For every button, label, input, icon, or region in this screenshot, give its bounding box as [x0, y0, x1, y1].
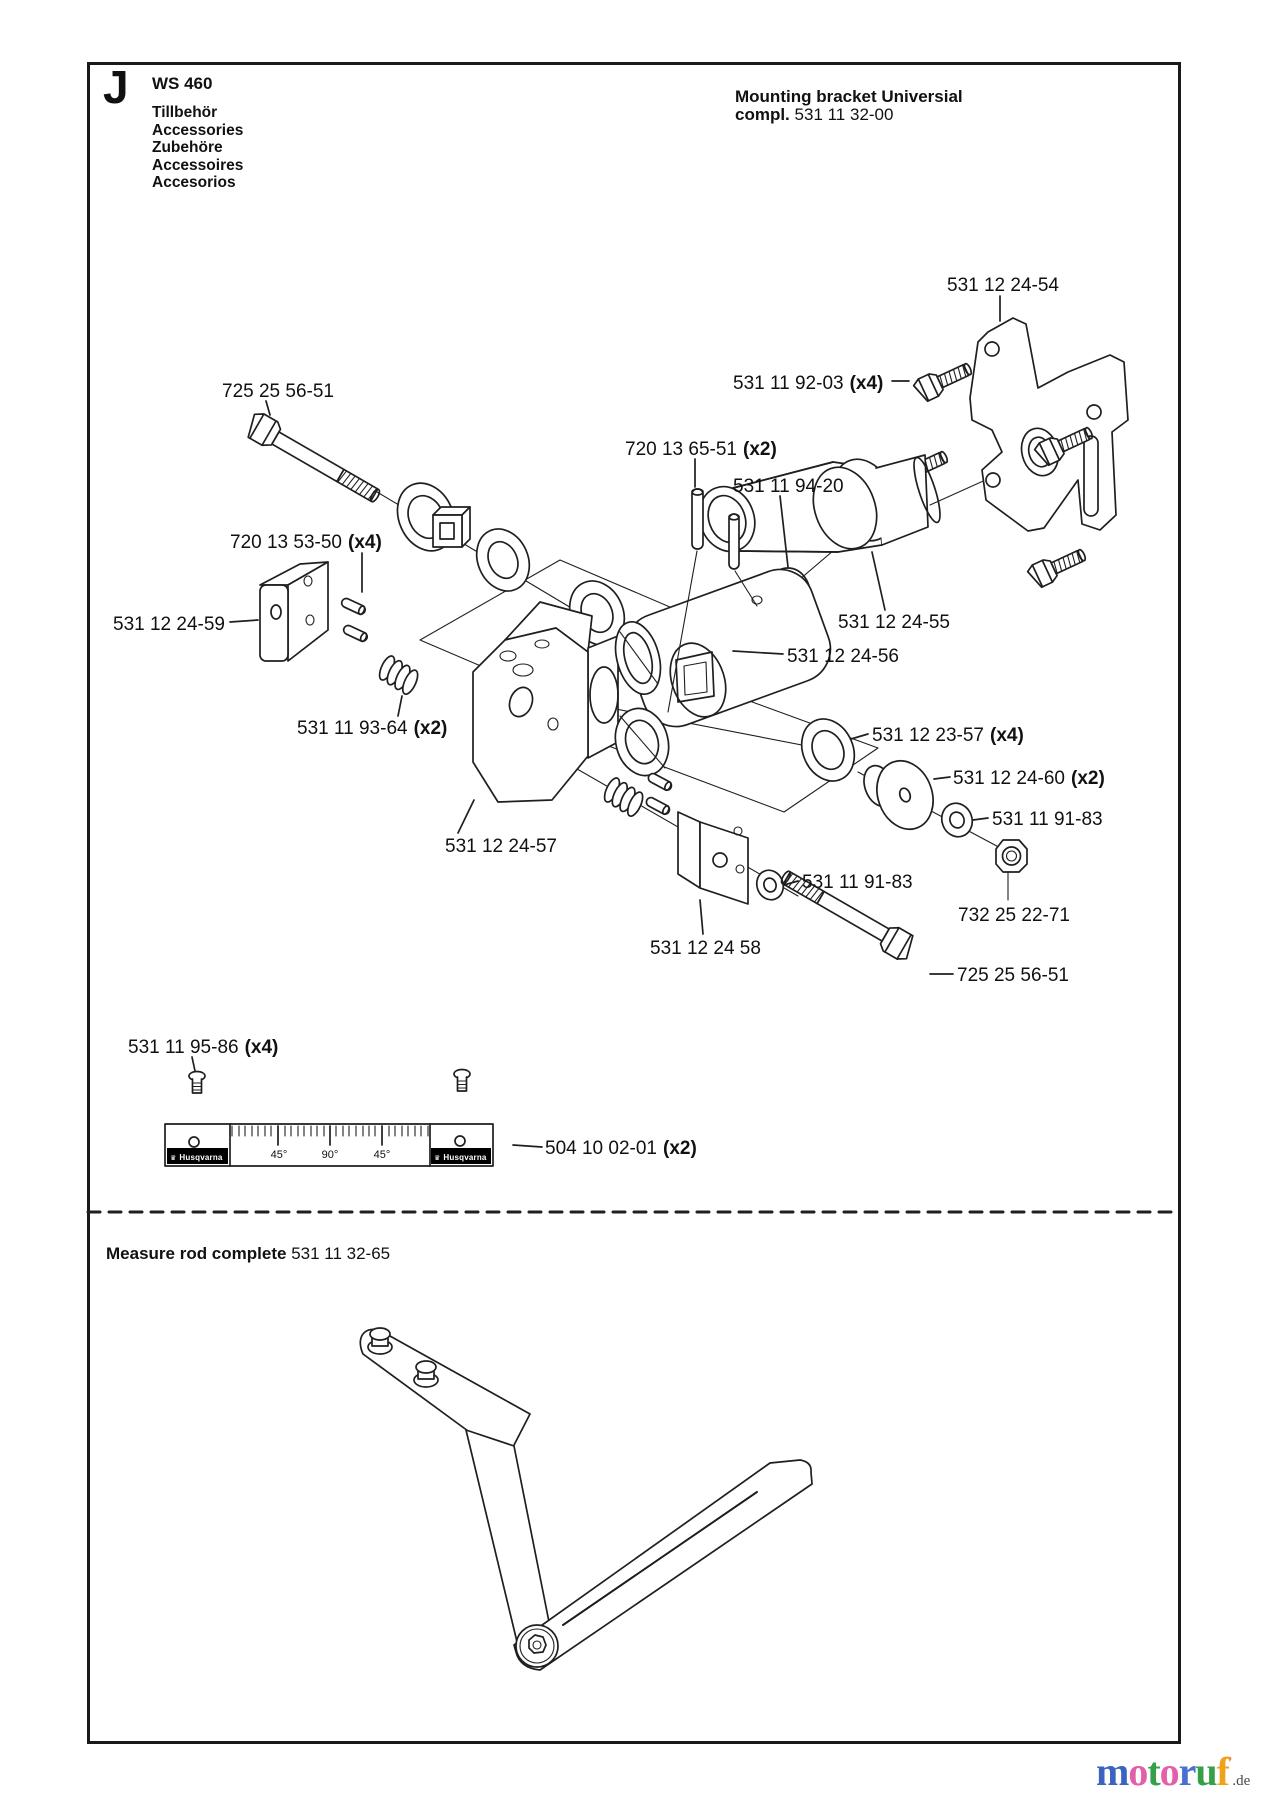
bearing-housing [624, 568, 832, 728]
wm-letter: u [1195, 1749, 1217, 1794]
part-label: 720 13 65-51(x2) [625, 439, 777, 460]
section-letter: J [103, 61, 129, 113]
angle-45-left: 45° [271, 1149, 288, 1161]
husqvarna-logo-right: Husqvarna [443, 1153, 486, 1162]
guide-pins [667, 488, 758, 713]
part-label: 531 11 94-20 [733, 476, 844, 497]
title-sv: Tillbehör [152, 104, 218, 121]
husqvarna-crown-icon: ♛ [170, 1154, 176, 1162]
part-label: 725 25 56-51 [957, 965, 1069, 986]
assembly-part-number: compl. 531 11 32-00 [735, 105, 893, 125]
part-label: 531 11 93-64(x2) [297, 718, 447, 739]
washer-91-83-right [940, 802, 974, 838]
title-es: Accesorios [152, 174, 236, 191]
title-fr: Accessoires [152, 156, 244, 174]
bolt-top-left [242, 409, 387, 510]
central-block [472, 601, 619, 803]
part-label: 531 12 24-55 [838, 612, 950, 633]
square-nut [432, 506, 471, 548]
title-en: Accessories [152, 121, 244, 139]
assembly-number: 531 11 32-00 [794, 105, 894, 124]
part-label: 531 11 92-03(x4) [733, 373, 883, 394]
part-label: 725 25 56-51 [222, 381, 334, 402]
mounting-bracket-plate [969, 317, 1129, 532]
part-label: 732 25 22-71 [958, 905, 1070, 926]
wm-letter: o [1159, 1749, 1180, 1794]
measure-rod-drawing [359, 1327, 813, 1671]
degree-scale-ruler: 45° 90° 45° ♛ ♛ Husqvarna Husqvarna [164, 1068, 494, 1167]
wm-suffix: .de [1232, 1773, 1251, 1789]
part-label: 531 12 24-57 [445, 836, 557, 857]
part-label: 531 12 23-57(x4) [872, 725, 1024, 746]
wm-letter: f [1216, 1749, 1230, 1794]
compl-label: compl. [735, 105, 790, 124]
washer-23-57 [800, 718, 856, 782]
wm-letter: m [1096, 1749, 1129, 1794]
part-label: 531 12 24-54 [947, 275, 1059, 296]
part-label: 720 13 53-50(x4) [230, 532, 382, 553]
part-label: 504 10 02-01(x2) [545, 1138, 697, 1159]
clamp-block [259, 561, 329, 662]
title-de: Zubehöre [152, 139, 223, 156]
part-label: 531 11 91-83 [802, 872, 913, 893]
page-border [87, 62, 1181, 1744]
part-label: 531 12 24-60(x2) [953, 768, 1105, 789]
part-label: 531 12 24-56 [787, 646, 899, 667]
motoruf-watermark: motoruf' .de [1096, 1748, 1250, 1795]
part-label: 531 12 24 58 [650, 938, 761, 959]
measure-rod-title: Measure rod complete 531 11 32-65 [106, 1244, 391, 1263]
disc-24-60 [863, 759, 934, 831]
angle-90: 90° [322, 1149, 339, 1161]
part-label: 531 11 91-83 [992, 809, 1103, 830]
husqvarna-crown-icon: ♛ [434, 1154, 440, 1162]
model-name: WS 460 [152, 74, 213, 93]
wm-letter: t [1147, 1749, 1160, 1794]
leader-lines [191, 295, 1001, 1148]
wm-letter: o [1128, 1749, 1148, 1794]
language-title-list: Tillbehör Accessories Zubehöre Accessoir… [152, 104, 243, 192]
block-face-washers [614, 620, 670, 777]
husqvarna-logo-left: Husqvarna [179, 1153, 222, 1162]
part-label: 531 12 24-59 [113, 614, 225, 635]
washer-91-83-left [755, 869, 785, 901]
assembly-title: Mounting bracket Universial [735, 87, 963, 106]
wm-letter: r [1178, 1749, 1197, 1794]
coupling-sleeve [698, 454, 941, 553]
wm-tick: ' [1229, 1754, 1233, 1768]
part-labels: 725 25 56-51 720 13 53-50(x4) 531 12 24-… [113, 275, 1105, 1159]
lock-nut [995, 839, 1028, 901]
part-label: 531 11 95-86(x4) [128, 1037, 278, 1058]
end-plate [677, 811, 749, 905]
angle-45-right: 45° [374, 1149, 391, 1161]
washer-upper-1 [475, 528, 531, 592]
